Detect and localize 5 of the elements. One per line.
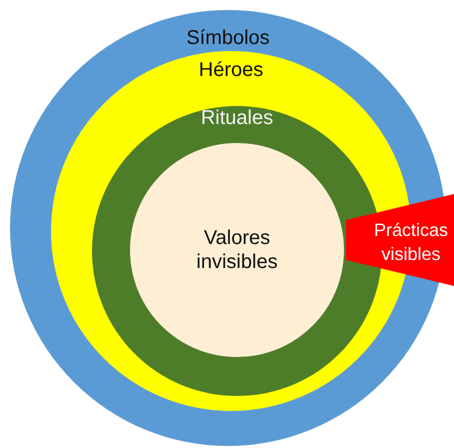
layer-label: Héroes (198, 58, 264, 82)
layer-label: Valores invisibles (195, 226, 279, 274)
layer-label: Rituales (200, 106, 274, 130)
layer-label: Prácticas visibles (372, 219, 450, 266)
layer-label: Símbolos (185, 26, 271, 50)
